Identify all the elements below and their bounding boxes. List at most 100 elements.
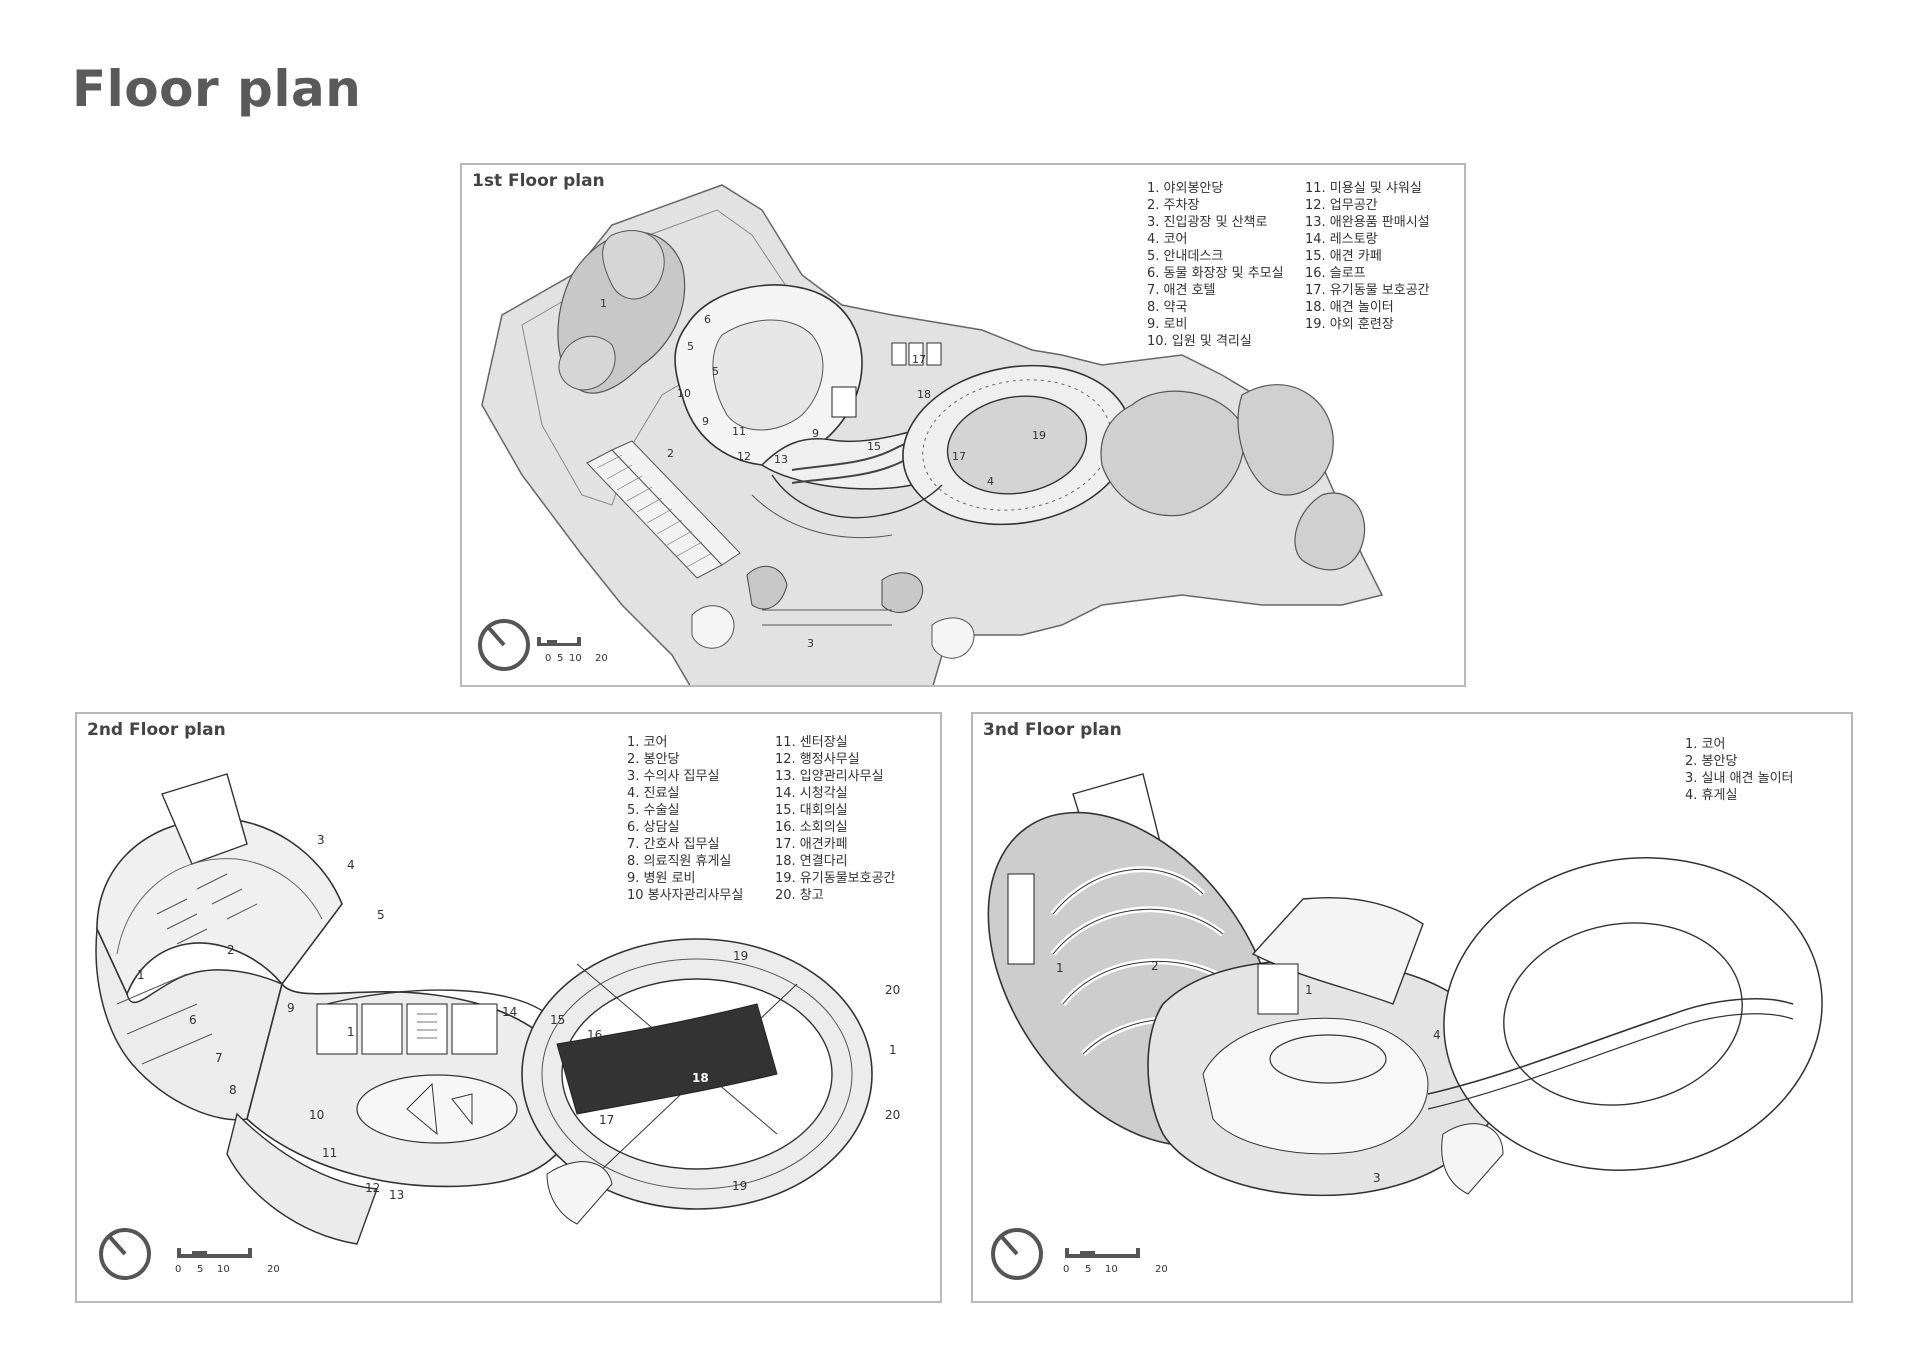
floor2-label: 11 [322,1146,337,1160]
legend-item: 20. 창고 [775,888,824,903]
floor1-legend-col2: 11. 미용실 및 샤워실 12. 업무공간 13. 애완용품 판매시설 14.… [1305,180,1430,333]
floor1-zone-19 [1100,390,1245,517]
legend-item: 13. 애완용품 판매시설 [1305,215,1430,230]
floor3-zone-labels: 1 1 2 3 4 [1056,959,1441,1185]
floor1-label: 17 [912,353,926,366]
floor1-title: 1st Floor plan [472,171,605,191]
floor2-atrium [356,1074,518,1144]
legend-item: 12. 업무공간 [1305,198,1378,213]
floor2-bridge [556,1003,778,1115]
floor1-label: 19 [1032,429,1046,442]
floor2-label: 12 [365,1181,380,1195]
floor2-title: 2nd Floor plan [87,720,226,740]
floor2-label: 1 [347,1025,355,1039]
legend-item: 8. 의료직원 휴게실 [627,854,732,869]
floor2-label: 10 [309,1108,324,1122]
legend-item: 9. 로비 [1147,317,1188,332]
floor2-label: 15 [550,1013,565,1027]
floor1-zone-labels: 1 2 3 4 5 5 6 9 9 10 11 12 13 15 17 17 1… [600,297,1046,650]
floor3-north-arrow [991,1228,1043,1280]
floor2-legend-col2: 11. 센터장실 12. 행정사무실 13. 입양관리사무실 14. 시청각실 … [775,734,896,904]
legend-item: 4. 진료실 [627,786,680,801]
floor2-label: 18 [692,1071,709,1085]
legend-item: 1. 야외봉안당 [1147,181,1224,196]
floor1-label: 10 [677,387,691,400]
floor1-label: 9 [812,427,819,440]
floor1-label: 18 [917,388,931,401]
legend-item: 13. 입양관리사무실 [775,769,884,784]
floor3-scale-bar [1065,1248,1140,1258]
floor2-label: 14 [502,1005,517,1019]
legend-item: 8. 약국 [1147,300,1188,315]
legend-item: 4. 코어 [1147,232,1188,247]
legend-item: 6. 상담실 [627,820,680,835]
legend-item: 16. 슬로프 [1305,266,1366,281]
legend-item: 3. 진입광장 및 산책로 [1147,215,1268,230]
floor1-label: 9 [702,415,709,428]
floor3-legend-col1: 1. 코어 2. 봉안당 3. 실내 애견 놀이터 4. 휴게실 [1685,736,1794,804]
legend-item: 18. 애견 놀이터 [1305,300,1394,315]
floor2-north-arrow [99,1228,151,1280]
floor2-plan-drawing [95,773,873,1280]
legend-item: 10. 입원 및 격리실 [1147,334,1252,349]
floor1-panel: 1st Floor plan [460,163,1466,687]
floor2-label: 1 [137,968,145,982]
legend-item: 4. 휴게실 [1685,788,1738,803]
floor1-label: 4 [987,475,994,488]
legend-item: 10 봉사자관리사무실 [627,888,744,903]
legend-item: 16. 소회의실 [775,820,848,835]
floor1-label: 3 [807,637,814,650]
legend-item: 3. 수의사 집무실 [627,769,720,784]
floor2-panel: 2nd Floor plan [75,712,942,1303]
legend-item: 17. 유기동물 보호공간 [1305,283,1430,298]
floor3-title: 3nd Floor plan [983,720,1122,740]
floor1-legend-col1: 1. 야외봉안당 2. 주차장 3. 진입광장 및 산책로 4. 코어 5. 안… [1147,180,1284,350]
legend-item: 11. 센터장실 [775,735,848,750]
legend-item: 2. 봉안당 [1685,754,1738,769]
floor1-label: 13 [774,453,788,466]
floor3-atrium [1269,1034,1387,1084]
floor1-plan-drawing [478,184,1384,685]
floor2-label: 4 [347,858,355,872]
legend-item: 15. 애견 카페 [1305,249,1382,264]
legend-item: 5. 수술실 [627,803,680,818]
legend-item: 2. 봉안당 [627,752,680,767]
floor3-label: 3 [1373,1171,1381,1185]
floor1-ring-inner [946,395,1088,495]
floor2-memorial-hall [96,817,343,997]
floor2-label: 1 [889,1043,897,1057]
floor2-legend-col1: 1. 코어 2. 봉안당 3. 수의사 집무실 4. 진료실 5. 수술실 6.… [627,734,743,904]
floor1-label: 1 [600,297,607,310]
floor1-label: 15 [867,440,881,453]
legend-item: 19. 유기동물보호공간 [775,871,896,886]
floor1-north-arrow [478,619,530,671]
floor2-zone-labels: 1 1 1 2 3 4 5 6 7 8 9 10 11 12 13 14 15 … [137,833,900,1202]
legend-item: 11. 미용실 및 샤워실 [1305,181,1422,196]
floor2-offices [316,1003,498,1055]
floor1-parking [586,440,741,579]
floor2-label: 17 [599,1113,614,1127]
floor2-label: 9 [287,1001,295,1015]
floor1-label: 12 [737,450,751,463]
floor2-label: 8 [229,1083,237,1097]
floor2-label: 5 [377,908,385,922]
legend-item: 5. 안내데스크 [1147,249,1224,264]
legend-item: 12. 행정사무실 [775,752,860,767]
floor1-label: 5 [712,365,719,378]
legend-item: 1. 코어 [1685,737,1726,752]
floor1-label: 6 [704,313,711,326]
floor2-label: 20 [885,1108,900,1122]
floor3-lounge [1251,897,1424,1005]
legend-item: 15. 대회의실 [775,803,848,818]
legend-item: 2. 주차장 [1147,198,1200,213]
floor2-label: 16 [587,1028,602,1042]
floor1-label: 5 [687,340,694,353]
floor3-panel: 3nd Floor plan [971,712,1853,1303]
floor3-label: 2 [1151,959,1159,973]
legend-item: 14. 시청각실 [775,786,848,801]
floor3-label: 1 [1305,983,1313,997]
floor2-label: 13 [389,1188,404,1202]
legend-item: 9. 병원 로비 [627,871,696,886]
floor2-label: 6 [189,1013,197,1027]
floor2-label: 19 [733,949,748,963]
